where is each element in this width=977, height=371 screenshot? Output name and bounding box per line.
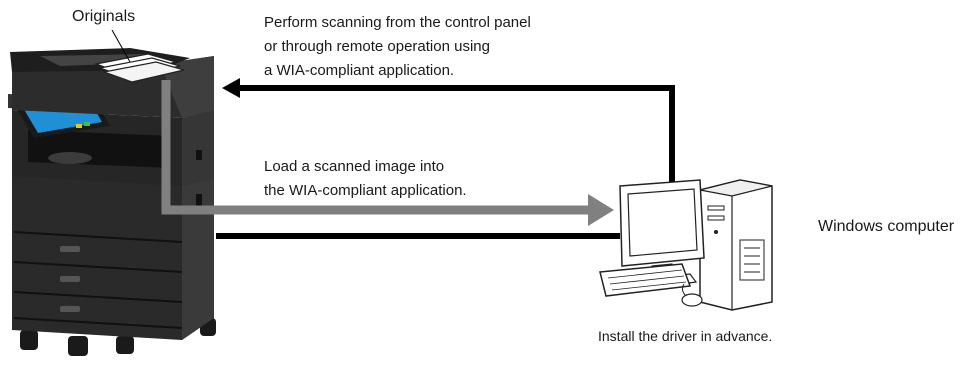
originals-pointer (111, 29, 131, 63)
load-image-line-2: the WIA-compliant application. (264, 182, 467, 199)
load-image-line-1: Load a scanned image into (264, 158, 445, 175)
install-note: Install the driver in advance. (598, 328, 773, 344)
control-arrow (222, 78, 675, 190)
scan-operation-line-3: a WIA-compliant application. (264, 62, 455, 79)
computer-label: Windows computer (818, 218, 955, 235)
scan-data-arrow (161, 80, 614, 226)
scan-operation-line-2: or through remote operation using (264, 38, 490, 55)
desktop-computer-icon (599, 179, 773, 311)
originals-label: Originals (72, 8, 136, 25)
originals-paper-icon (93, 53, 185, 83)
mfp-icon (8, 48, 216, 356)
scan-operation-line-1: Perform scanning from the control panel (264, 14, 531, 31)
